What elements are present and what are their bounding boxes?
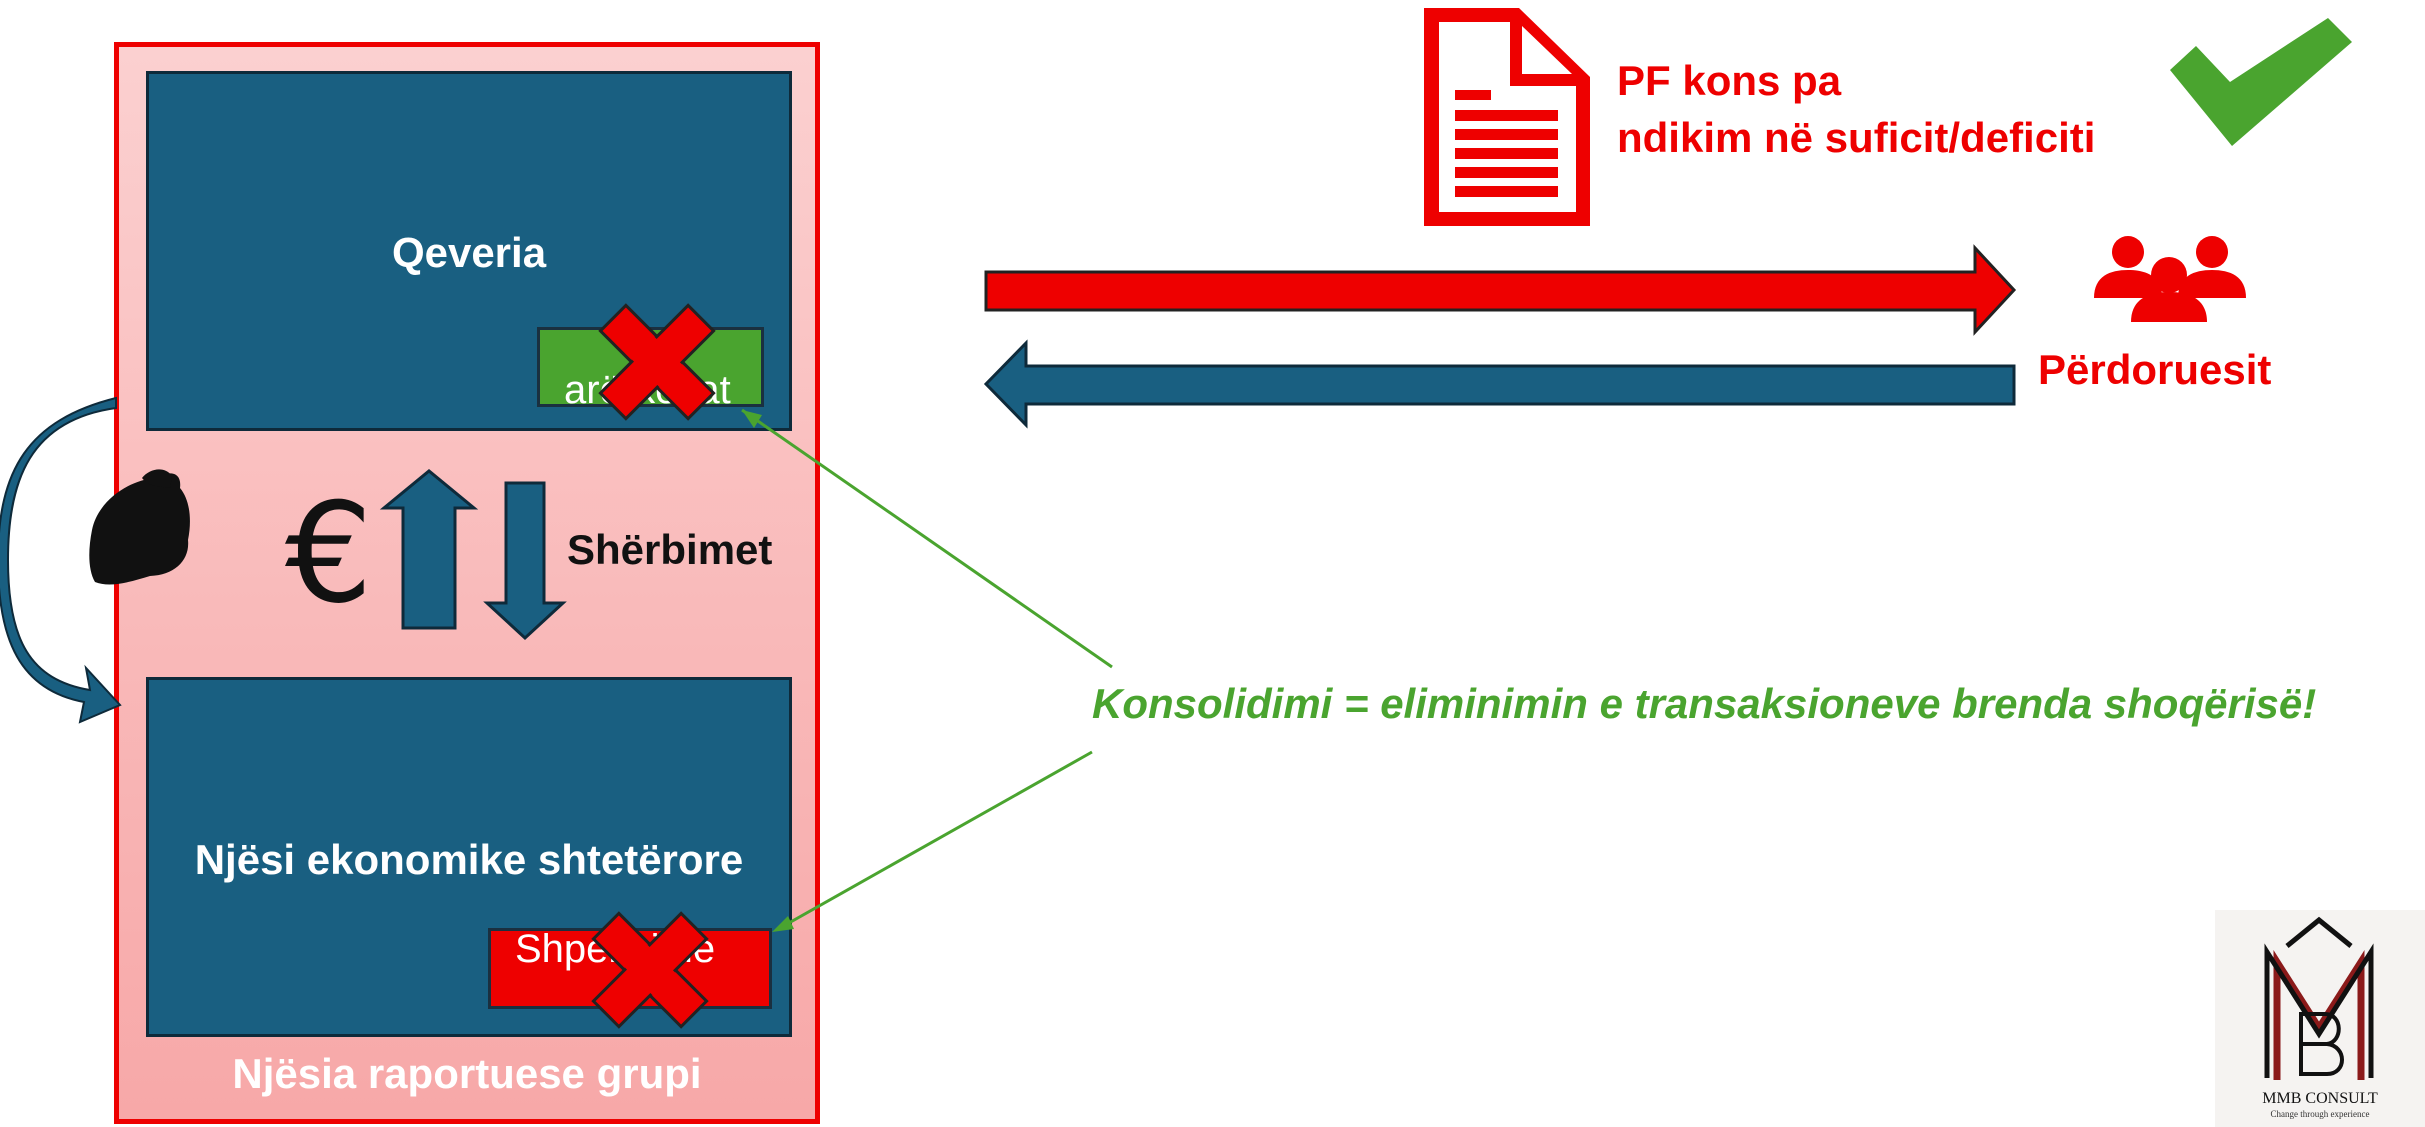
eliminate-cross-icon-bottom <box>591 911 709 1029</box>
consolidation-note: Konsolidimi = eliminimin e transaksionev… <box>1092 680 2317 727</box>
users-group-icon <box>2094 236 2246 322</box>
report-text-line2: ndikim në suficit/deficiti <box>1617 114 2096 161</box>
eliminate-cross-icon-top <box>598 303 716 421</box>
logo-tagline: Change through experience <box>2270 1109 2370 1119</box>
government-title: Qeveria <box>391 229 547 276</box>
flexed-biceps-icon <box>89 469 190 585</box>
state-entity-title: Njësi ekonomike shtetërore <box>194 836 744 883</box>
report-arrow-icon <box>984 244 2017 336</box>
report-text-line1: PF kons pa <box>1617 57 1842 104</box>
feedback-arrow-icon <box>983 339 2016 429</box>
government-box: Qeveria <box>146 71 792 431</box>
services-label: Shërbimet <box>567 526 773 573</box>
logo-company-name: MMB CONSULT <box>2262 1090 2378 1107</box>
arrow-up-icon <box>379 469 479 630</box>
report-text: PF kons pa ndikim në suficit/deficiti <box>1617 52 2095 166</box>
users-label: Përdoruesit <box>2038 346 2272 393</box>
group-label: Njësia raportuese grupi <box>232 1050 702 1097</box>
document-icon <box>1424 8 1590 226</box>
control-arrow-icon <box>0 396 122 724</box>
checkmark-icon <box>2170 18 2352 146</box>
arrow-down-icon <box>483 481 567 641</box>
monogram-logo-icon <box>2264 916 2374 1080</box>
mmb-logo: MMB CONSULT Change through experience <box>2215 910 2425 1127</box>
euro-icon: € <box>285 473 373 634</box>
connector-line-entity <box>779 750 1093 930</box>
connector-line-government <box>741 408 1113 669</box>
